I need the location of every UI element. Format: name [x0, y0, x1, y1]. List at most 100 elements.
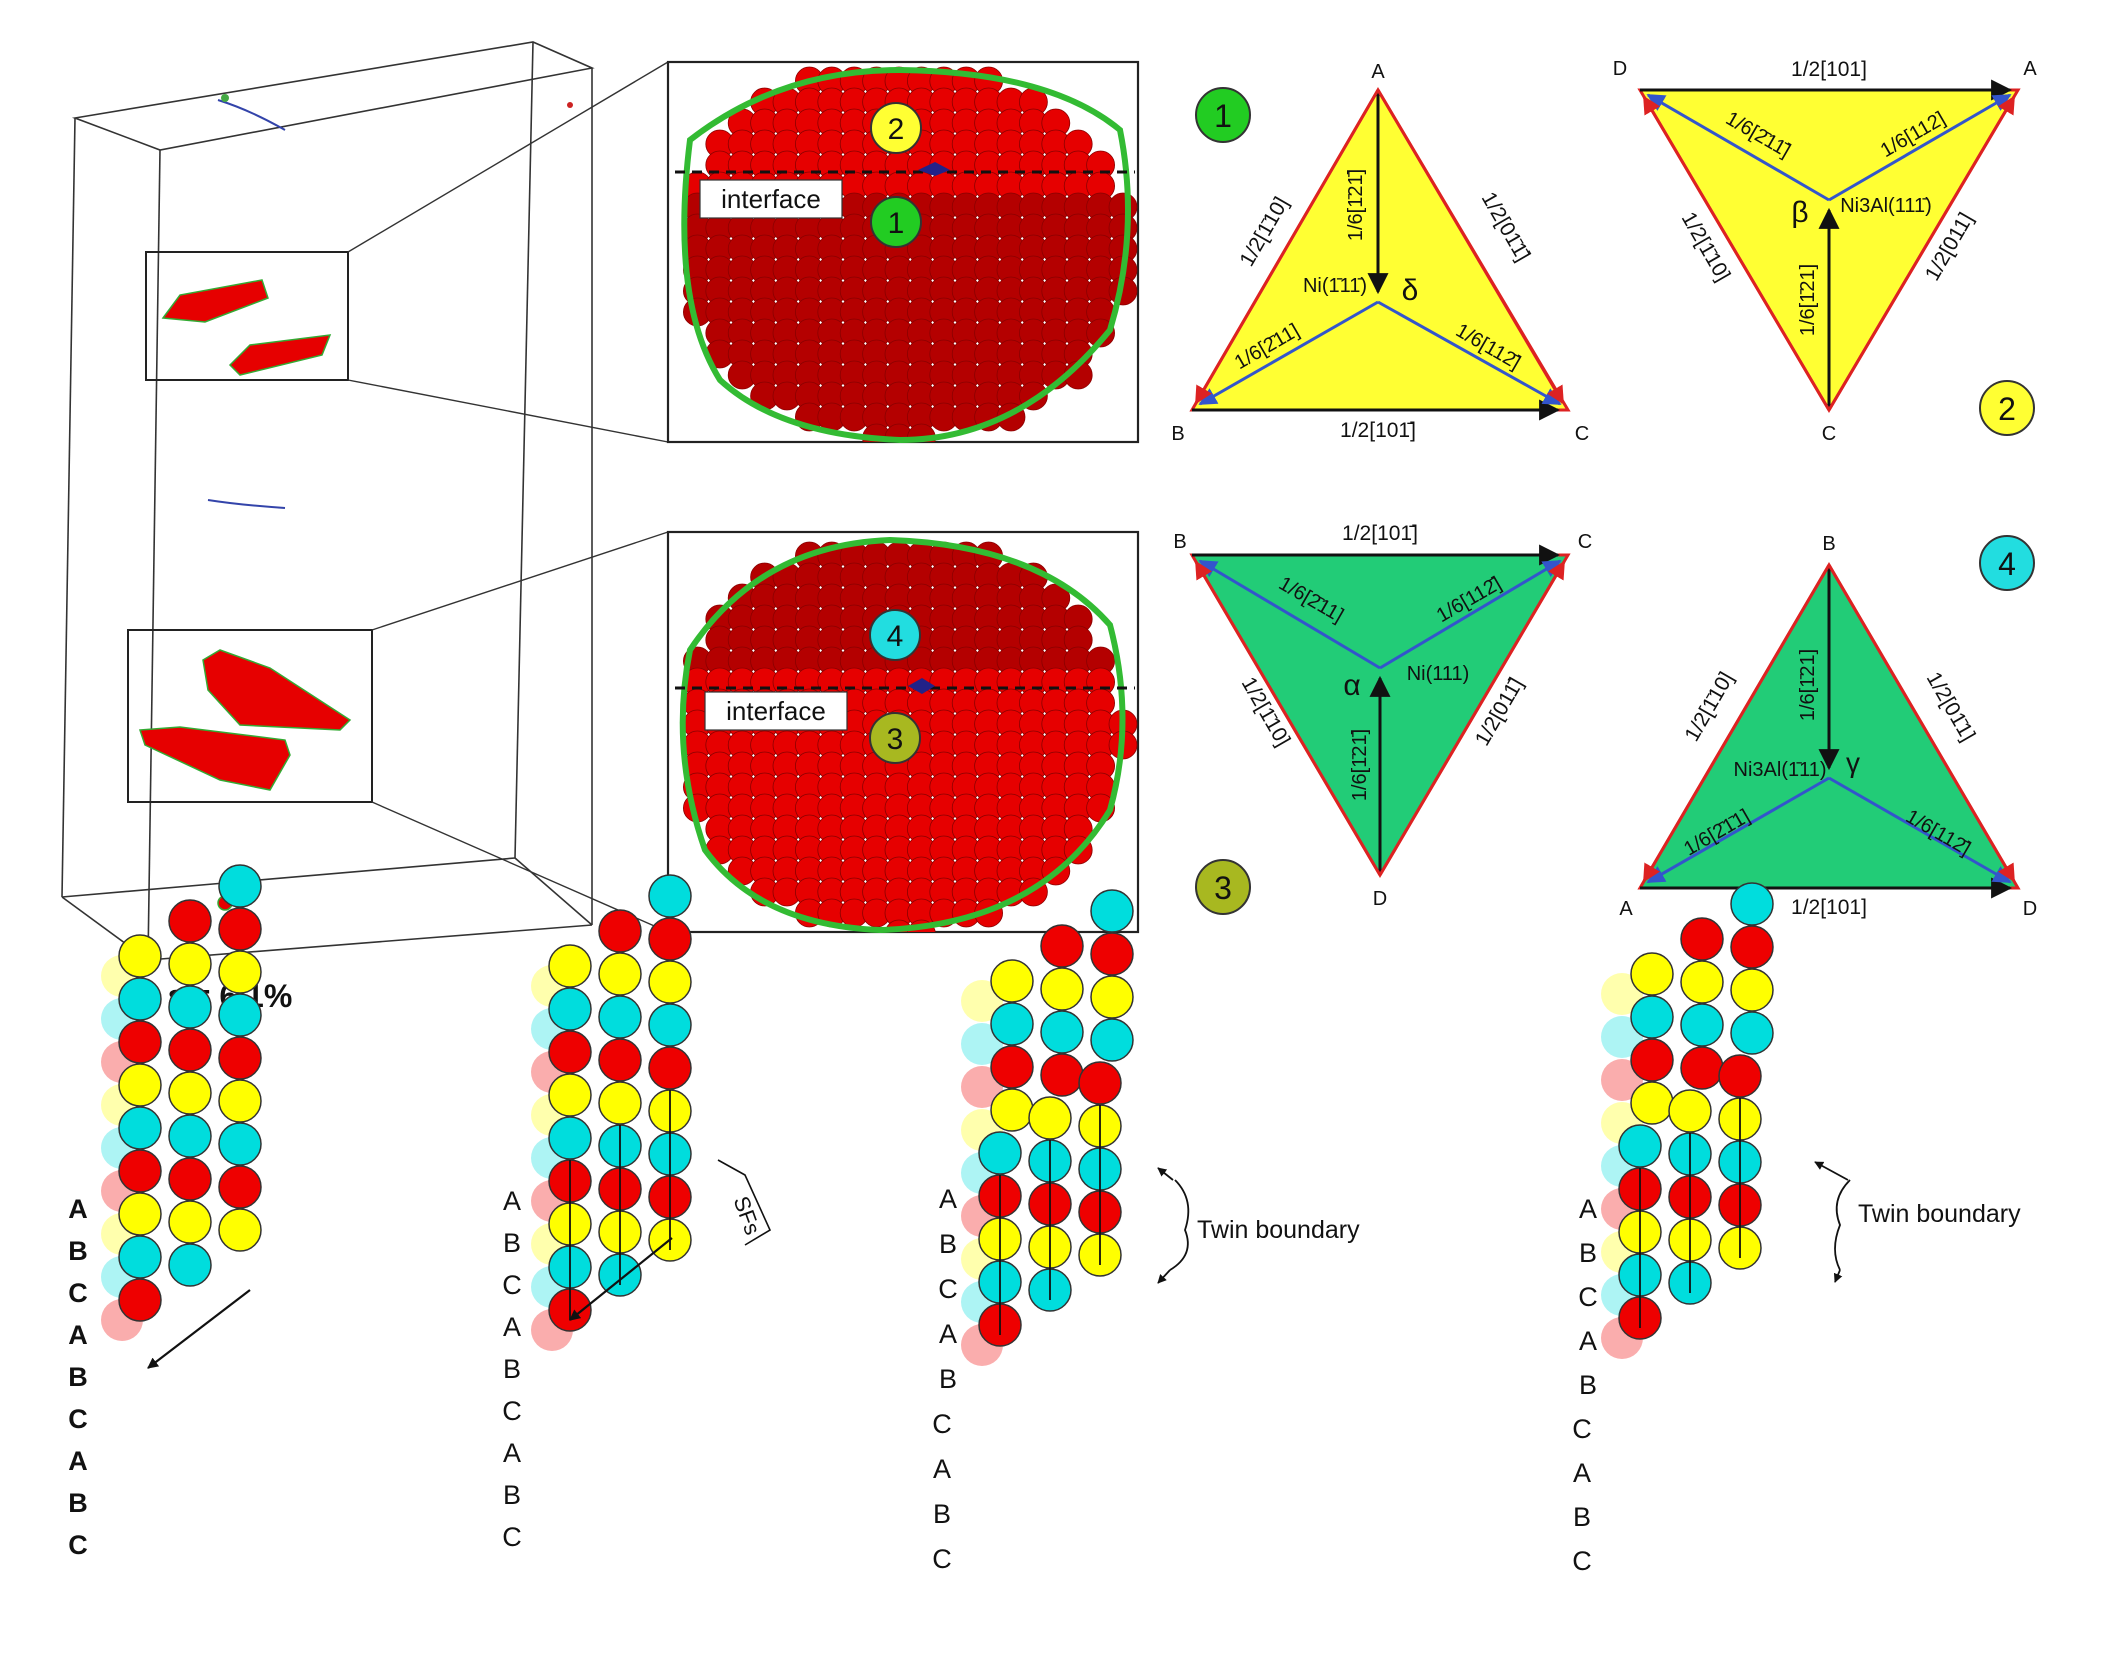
- stacking-panel-3: [961, 889, 1134, 1366]
- stacking-letter: C: [1572, 1414, 1592, 1444]
- atom-b: [1680, 1003, 1724, 1047]
- atom-b: [1730, 882, 1774, 926]
- atom-a: [218, 950, 262, 994]
- svg-text:D: D: [1613, 58, 1627, 80]
- stacking-letter: A: [939, 1184, 957, 1214]
- atom-c: [218, 907, 262, 951]
- atom-a: [648, 960, 692, 1004]
- svg-text:Ni3Al(1̄11): Ni3Al(1̄11): [1734, 759, 1827, 781]
- atom-a: [598, 952, 642, 996]
- atom-c: [598, 909, 642, 953]
- stacking-letter: B: [1573, 1502, 1591, 1532]
- atom-b: [548, 1116, 592, 1160]
- stacking-letter: A: [68, 1446, 88, 1476]
- stacking-letter: A: [503, 1312, 521, 1342]
- stacking-letter: C: [502, 1396, 522, 1426]
- stacking-letter: A: [1573, 1458, 1591, 1488]
- stacking-letter: A: [503, 1438, 521, 1468]
- svg-text:SFs: SFs: [729, 1193, 766, 1238]
- svg-text:1/6[1̄21]: 1/6[1̄21]: [1797, 649, 1819, 721]
- atom-b: [1040, 1010, 1084, 1054]
- atom-b: [168, 1243, 212, 1287]
- svg-text:1/6[1̄21̄]: 1/6[1̄21̄]: [1345, 169, 1367, 241]
- stacking-letter: C: [1578, 1282, 1598, 1312]
- atom-a: [1680, 960, 1724, 1004]
- stacking-letter: C: [502, 1270, 522, 1300]
- svg-text:γ: γ: [1846, 747, 1860, 778]
- atom-c: [1630, 1038, 1674, 1082]
- stacking-letter: A: [1579, 1326, 1597, 1356]
- atom-a: [1668, 1089, 1712, 1133]
- atom-b: [978, 1131, 1022, 1175]
- atom-c: [598, 1038, 642, 1082]
- shear-arrow: [569, 1237, 673, 1321]
- atom-c: [1040, 1053, 1084, 1097]
- stacking-letter: B: [939, 1364, 957, 1394]
- stacking-letter: B: [503, 1354, 521, 1384]
- svg-text:δ: δ: [1402, 274, 1419, 307]
- stacking-panel-4: [1601, 882, 1774, 1359]
- svg-text:1: 1: [888, 207, 905, 240]
- badge-3: 3: [1195, 859, 1251, 915]
- atom-c: [648, 917, 692, 961]
- stacking-letter: C: [68, 1278, 88, 1308]
- svg-text:1/2[01̄1]: 1/2[01̄1]: [1922, 668, 1980, 745]
- stacking-letter: B: [503, 1228, 521, 1258]
- stacking-letter: A: [68, 1194, 88, 1224]
- atom-c: [1090, 932, 1134, 976]
- stacking-letter: B: [68, 1488, 88, 1518]
- badge-2: 2: [1979, 380, 2035, 436]
- atom-b: [1618, 1124, 1662, 1168]
- stacking-letter: B: [68, 1362, 88, 1392]
- atom: [884, 919, 914, 932]
- atom-a: [118, 1063, 162, 1107]
- atom-a: [990, 1088, 1034, 1132]
- svg-text:Twin boundary: Twin boundary: [1197, 1216, 1360, 1244]
- svg-text:2: 2: [1998, 391, 2016, 427]
- stacking-letter: B: [1579, 1238, 1597, 1268]
- atom-c: [1730, 925, 1774, 969]
- atom-a: [598, 1081, 642, 1125]
- atom-a: [1028, 1096, 1072, 1140]
- svg-text:β: β: [1791, 196, 1808, 229]
- atom-a: [168, 1071, 212, 1115]
- atom-b: [218, 864, 262, 908]
- triangle-4: B A D 1/2[1̄10] 1/2[01̄1] 1/2[101] 1/6[1…: [1619, 533, 2037, 920]
- atom-a: [548, 1073, 592, 1117]
- svg-text:4: 4: [1998, 546, 2016, 582]
- zoom-panel-bottom: interface: [666, 530, 1140, 934]
- svg-text:1: 1: [1214, 98, 1232, 134]
- precipitate-bottom: [127, 629, 373, 803]
- atom-b: [1630, 995, 1674, 1039]
- svg-text:A: A: [2023, 58, 2037, 80]
- precipitate-top: [145, 251, 349, 381]
- atom-c: [648, 1046, 692, 1090]
- atom-a: [1090, 975, 1134, 1019]
- atom-a: [168, 942, 212, 986]
- stacking-letter: C: [1572, 1546, 1592, 1576]
- atom-a: [118, 1192, 162, 1236]
- svg-text:2: 2: [888, 113, 905, 146]
- atom-b: [648, 1003, 692, 1047]
- stacking-letter: C: [502, 1522, 522, 1552]
- atom-b: [1090, 889, 1134, 933]
- stacking-letter: C: [932, 1409, 952, 1439]
- badge-4: 4: [1979, 535, 2035, 591]
- atom-c: [168, 899, 212, 943]
- atom-a: [1630, 952, 1674, 996]
- svg-text:Ni(111): Ni(111): [1407, 663, 1470, 685]
- svg-text:B: B: [1173, 531, 1186, 553]
- atom-c: [118, 1020, 162, 1064]
- stacking-letter: A: [503, 1186, 521, 1216]
- atom-c: [1718, 1054, 1762, 1098]
- stacking-letter: A: [68, 1320, 88, 1350]
- atom-c: [548, 1030, 592, 1074]
- atom-b: [168, 985, 212, 1029]
- svg-text:1/6[1̄21̄]: 1/6[1̄21̄]: [1349, 729, 1371, 801]
- svg-text:Twin boundary: Twin boundary: [1858, 1200, 2021, 1228]
- svg-text:α: α: [1343, 669, 1360, 702]
- svg-text:C: C: [1578, 531, 1592, 553]
- interface-label-bottom: interface: [726, 696, 826, 726]
- stacking-letter: C: [68, 1530, 88, 1560]
